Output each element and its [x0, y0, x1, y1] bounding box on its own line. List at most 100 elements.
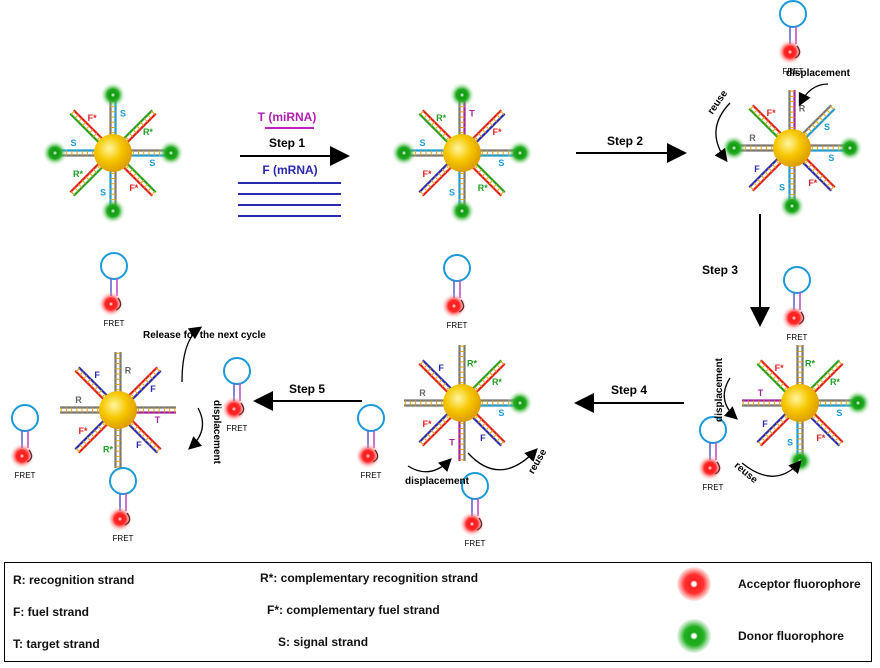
cluster6-gold-nanoparticle: [99, 391, 137, 429]
hairpin-c3-top-fret-label: FRET: [783, 67, 804, 76]
cluster6-arm-5-letter: R*: [103, 444, 113, 454]
cluster6-arm-8-letter: F: [94, 370, 100, 380]
cluster6-arm-7: [60, 406, 100, 414]
cluster5-arm-1: [458, 345, 466, 385]
cluster6-arm-4: [128, 420, 162, 454]
cluster3-gold-nanoparticle: [773, 129, 811, 167]
displacement-arrow-c4: [723, 377, 738, 420]
cluster3-arm-8: [748, 104, 782, 138]
cluster5-arm-4-letter: F: [480, 433, 486, 443]
cluster2-arm-2: [472, 109, 506, 143]
cluster4-arm-4-letter: F*: [816, 433, 825, 443]
cluster1-arm-6-letter: R*: [73, 169, 83, 179]
displacement-label-c3: displacement: [786, 68, 851, 79]
cluster1-arm-8-letter: F*: [88, 113, 97, 123]
cluster2-arm-6-letter: F*: [423, 169, 432, 179]
hairpin-c6-right-fret-label: FRET: [227, 424, 248, 433]
cluster3-arm-2: [802, 104, 836, 138]
cluster5-arm-3-letter: S: [498, 408, 504, 418]
cluster1-arm-3-fluorophore: [158, 140, 184, 166]
cluster1-arm-6: [69, 163, 103, 197]
reuse-label-c4: reuse: [732, 460, 760, 486]
hairpin-c5-top: FRET: [441, 254, 471, 330]
cluster5-arm-6-letter: F*: [423, 419, 432, 429]
hairpin-c6-top-acceptor-dot: [98, 291, 124, 317]
cluster3-arm-7-letter: R: [749, 133, 756, 143]
cluster1-arm-7-letter: S: [71, 138, 77, 148]
legend-r-star: R*: complementary recognition strand: [260, 571, 479, 585]
hairpin-c3-top-acceptor-dot: [777, 39, 803, 65]
hairpin-c6-bottom-fret-label: FRET: [113, 534, 134, 543]
hairpin-c6-bottom-acceptor-dot: [107, 506, 133, 532]
cluster4-arm-8: [756, 359, 790, 393]
gold-nanoparticles-layer: [94, 129, 819, 429]
cluster5-arm-4: [472, 413, 506, 447]
hairpin-c5-top-fret-label: FRET: [447, 321, 468, 330]
cluster3-arm-6-letter: F: [754, 164, 760, 174]
cluster1-arm-7-fluorophore: [42, 140, 68, 166]
cluster4-gold-nanoparticle: [781, 384, 819, 422]
hairpin-c5-bottom: FRET: [459, 472, 489, 548]
cluster6-arm-8: [74, 366, 108, 400]
displacement-label-c4: displacement: [714, 357, 725, 422]
cluster2-arm-8-letter: R*: [436, 113, 446, 123]
cluster6-arm-2: [128, 366, 162, 400]
donor-fluorophore-icon: [677, 619, 711, 653]
step5-label: Step 5: [289, 382, 325, 396]
cluster6-arm-1: [114, 352, 122, 392]
legend-f-star: F*: complementary fuel strand: [267, 603, 440, 617]
legend-s: S: signal strand: [278, 635, 369, 649]
hairpin-c5-left: FRET: [355, 404, 385, 480]
cluster3-arm-4: [802, 158, 836, 192]
hairpin-c6-top: FRET: [98, 252, 128, 328]
release-label-c6: Release for the next cycle: [143, 330, 266, 341]
cluster3-arm-8-letter: F*: [767, 108, 776, 118]
reagent-t-label: T (miRNA): [258, 110, 317, 124]
cluster6-arm-5: [114, 428, 122, 468]
displacement-arrow-c5: [407, 458, 452, 473]
cluster4-arm-1: [796, 345, 804, 385]
cluster5-arm-7: [404, 399, 444, 407]
reuse-arrow-c5: [467, 448, 538, 471]
acceptor-fluorophore-icon: [677, 567, 711, 601]
cluster4-arm-6-letter: F: [762, 419, 768, 429]
legend-donor: Donor fluorophore: [738, 629, 844, 643]
legend-r: R: recognition strand: [13, 573, 135, 587]
cluster4-arm-2: [810, 359, 844, 393]
cluster1-arm-3-letter: S: [149, 158, 155, 168]
hairpin-c6-bottom: FRET: [107, 467, 137, 543]
cluster4-arm-7-letter: T: [758, 388, 764, 398]
cluster1-arm-4: [123, 163, 157, 197]
cluster2-arm-5-fluorophore: [449, 198, 475, 224]
hairpin-c4-left-acceptor-dot: [697, 455, 723, 481]
legend-f: F: fuel strand: [13, 605, 90, 619]
cluster5-arm-2: [472, 359, 506, 393]
cluster1-arm-1-letter: S: [120, 109, 126, 119]
cluster6-arm-6-letter: F*: [79, 426, 88, 436]
hairpin-c4-top-acceptor-dot: [781, 305, 807, 331]
hairpin-c6-right: FRET: [221, 357, 251, 433]
cluster1-arm-2: [123, 109, 157, 143]
reagent-f-label: F (mRNA): [262, 163, 317, 177]
cluster6-arm-6: [74, 420, 108, 454]
legend: R: recognition strand F: fuel strand T: …: [4, 562, 872, 662]
cluster6-arm-3: [136, 406, 176, 414]
displacement-label-c5: displacement: [405, 476, 470, 487]
cluster1-gold-nanoparticle: [94, 134, 132, 172]
cluster2-arm-3-fluorophore: [507, 140, 533, 166]
cluster6-arm-3-letter: T: [155, 415, 161, 425]
cluster1-arm-4-letter: F*: [129, 183, 138, 193]
hairpin-c6-right-acceptor-dot: [221, 396, 247, 422]
cluster5-arm-1-letter: R*: [467, 359, 477, 369]
cluster3-arm-2-letter: S: [824, 122, 830, 132]
cluster2-arm-3-letter: S: [498, 158, 504, 168]
mechanism-diagram: FRETFRETFRETFRETFRETFRETFRETFRETFRETFRET…: [9, 0, 871, 548]
hairpin-c5-bottom-fret-label: FRET: [465, 539, 486, 548]
hairpin-c6-left: FRET: [9, 404, 39, 480]
step3-label: Step 3: [702, 263, 738, 277]
cluster2-arm-4: [472, 163, 506, 197]
cluster1-arm-8: [69, 109, 103, 143]
step1-label: Step 1: [269, 136, 305, 150]
cluster1-arm-5-fluorophore: [100, 198, 126, 224]
